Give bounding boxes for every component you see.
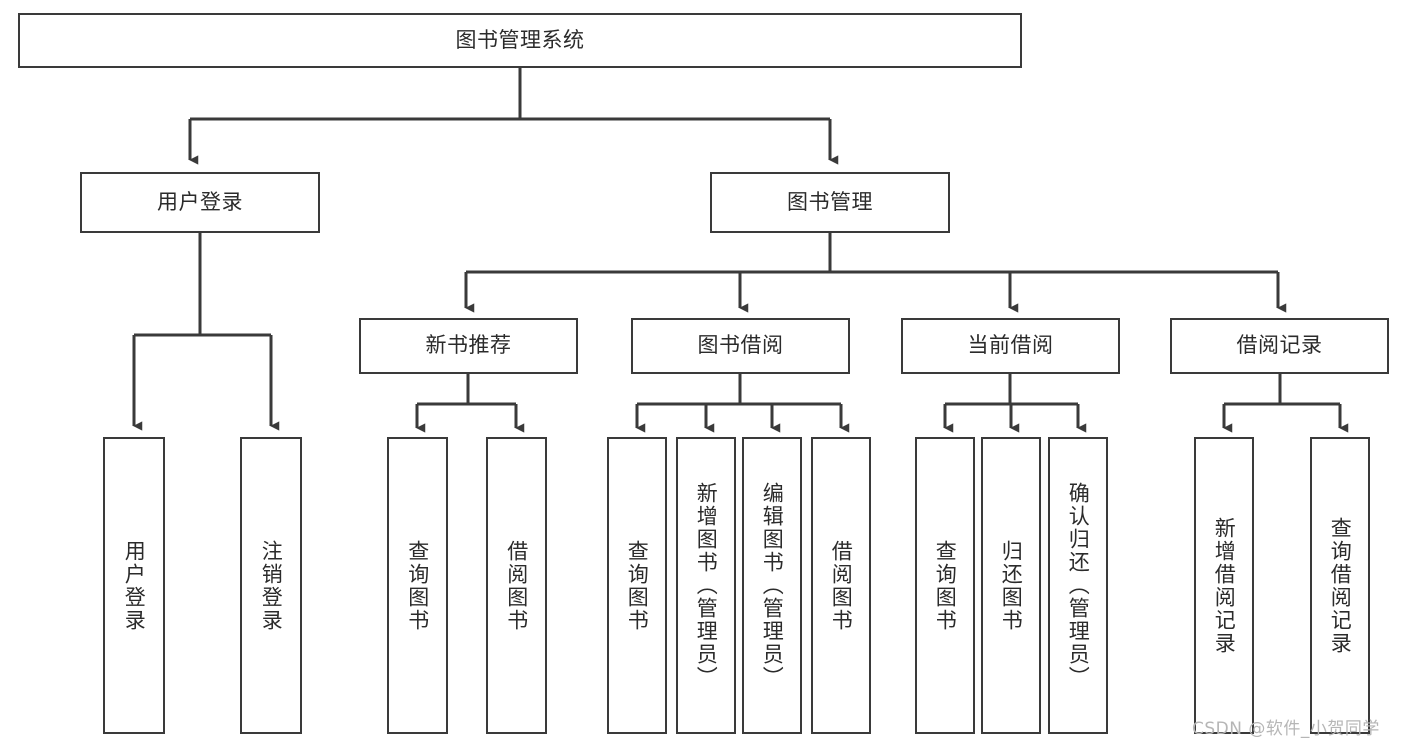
node-leaf-confirm-return[interactable]: 确认归还（管理员） xyxy=(1048,437,1108,734)
node-leaf-return-book[interactable]: 归还图书 xyxy=(981,437,1041,734)
node-book-borrow-label: 图书借阅 xyxy=(697,333,784,358)
node-new-book-rec[interactable]: 新书推荐 xyxy=(359,318,578,374)
node-leaf-query-book-3[interactable]: 查询图书 xyxy=(915,437,975,734)
node-leaf-add-book-label: 新增图书（管理员） xyxy=(694,482,719,689)
node-leaf-user-logout-label: 注销登录 xyxy=(259,539,284,632)
node-leaf-query-book-1[interactable]: 查询图书 xyxy=(387,437,448,734)
node-leaf-edit-book-label: 编辑图书（管理员） xyxy=(760,482,785,689)
node-leaf-add-book[interactable]: 新增图书（管理员） xyxy=(676,437,736,734)
node-user-login-label: 用户登录 xyxy=(157,189,243,214)
node-leaf-user-login-label: 用户登录 xyxy=(122,539,147,632)
node-leaf-edit-book[interactable]: 编辑图书（管理员） xyxy=(742,437,802,734)
node-leaf-borrow-book-2-label: 借阅图书 xyxy=(829,539,854,632)
node-leaf-query-book-3-label: 查询图书 xyxy=(933,539,958,632)
node-leaf-add-record-label: 新增借阅记录 xyxy=(1212,516,1237,655)
node-book-borrow[interactable]: 图书借阅 xyxy=(631,318,850,374)
node-leaf-user-login[interactable]: 用户登录 xyxy=(103,437,165,734)
node-leaf-borrow-book-1-label: 借阅图书 xyxy=(504,539,529,632)
node-leaf-borrow-book-1[interactable]: 借阅图书 xyxy=(486,437,547,734)
node-user-login[interactable]: 用户登录 xyxy=(80,172,320,233)
node-leaf-query-record[interactable]: 查询借阅记录 xyxy=(1310,437,1370,734)
node-leaf-query-book-2[interactable]: 查询图书 xyxy=(607,437,667,734)
node-leaf-borrow-book-2[interactable]: 借阅图书 xyxy=(811,437,871,734)
node-leaf-return-book-label: 归还图书 xyxy=(999,539,1024,632)
node-leaf-user-logout[interactable]: 注销登录 xyxy=(240,437,302,734)
node-leaf-add-record[interactable]: 新增借阅记录 xyxy=(1194,437,1254,734)
node-root[interactable]: 图书管理系统 xyxy=(18,13,1022,68)
node-new-book-rec-label: 新书推荐 xyxy=(425,333,512,358)
node-leaf-query-record-label: 查询借阅记录 xyxy=(1328,516,1353,655)
node-borrow-record[interactable]: 借阅记录 xyxy=(1170,318,1389,374)
node-book-manage[interactable]: 图书管理 xyxy=(710,172,950,233)
node-borrow-record-label: 借阅记录 xyxy=(1236,333,1323,358)
node-root-label: 图书管理系统 xyxy=(455,27,585,52)
node-leaf-query-book-2-label: 查询图书 xyxy=(625,539,650,632)
watermark-text: CSDN @软件_小贺同学 xyxy=(1192,719,1380,739)
node-book-manage-label: 图书管理 xyxy=(787,189,873,214)
node-leaf-confirm-return-label: 确认归还（管理员） xyxy=(1066,482,1091,689)
node-current-borrow-label: 当前借阅 xyxy=(967,333,1054,358)
node-leaf-query-book-1-label: 查询图书 xyxy=(405,539,430,632)
node-current-borrow[interactable]: 当前借阅 xyxy=(901,318,1120,374)
